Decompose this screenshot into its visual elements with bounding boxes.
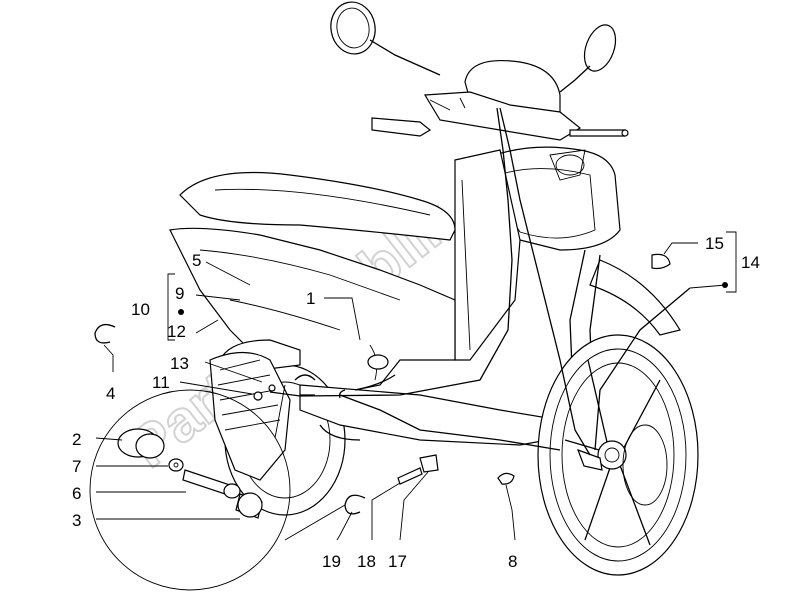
screw-part-18 (397, 467, 423, 485)
callout-9: 9 (175, 284, 184, 303)
callout-15: 15 (705, 234, 724, 253)
callout-1: 1 (306, 289, 315, 308)
cables (269, 107, 691, 456)
callout-17: 17 (388, 552, 407, 571)
clip-part-8 (497, 472, 515, 485)
callout-4: 4 (106, 384, 115, 403)
callout-18: 18 (357, 552, 376, 571)
callout-7: 7 (72, 457, 81, 476)
clip-part-4 (94, 323, 116, 344)
callout-11: 11 (152, 373, 170, 392)
callout-13: 13 (170, 354, 189, 373)
detail-circle (89, 384, 346, 591)
clip-part-19 (344, 494, 366, 515)
scooter-illustration (169, 1, 699, 576)
callout-12: 12 (167, 322, 186, 341)
callout-3: 3 (72, 511, 81, 530)
loose-parts (94, 253, 671, 515)
callout-5: 5 (192, 251, 201, 270)
callout-19: 19 (322, 552, 341, 571)
callout-labels: 1 2 3 4 5 6 7 8 9 10 11 12 13 14 15 17 1… (72, 234, 760, 571)
leader-lines (95, 231, 737, 541)
callout-10: 10 (131, 300, 150, 319)
callout-8: 8 (508, 552, 517, 571)
callout-14: 14 (741, 253, 760, 272)
clamp-part-17 (419, 454, 439, 473)
bush-part-15 (651, 253, 671, 270)
callout-6: 6 (72, 484, 81, 503)
callout-2: 2 (72, 430, 81, 449)
